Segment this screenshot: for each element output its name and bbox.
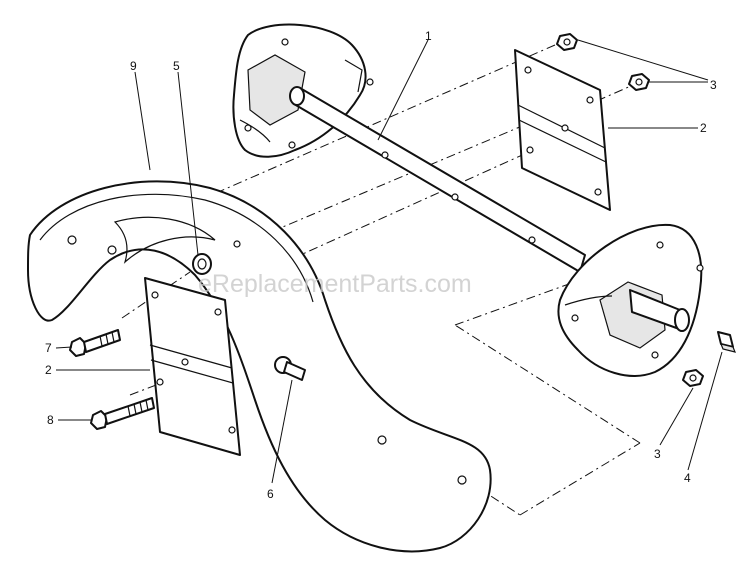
callout-labels: 1 3 2 9 5 7 2 8 6 3 4 xyxy=(45,29,717,501)
hex-bolt-long xyxy=(90,397,155,430)
bar-plate-right xyxy=(514,49,611,211)
right-flange xyxy=(557,223,704,377)
callout-auger-spiral: 9 xyxy=(130,59,137,73)
watermark-text: eReplacementParts.com xyxy=(198,270,472,298)
hex-nut-bottom xyxy=(682,369,704,387)
bar-plate-left xyxy=(144,277,241,456)
callout-bar-plate-left: 2 xyxy=(45,363,52,377)
callout-bolt-long: 8 xyxy=(47,413,54,427)
callout-bolt-short: 7 xyxy=(45,341,52,355)
hex-bolt-short xyxy=(69,329,121,357)
callout-nut-top: 3 xyxy=(710,78,717,92)
callout-key: 4 xyxy=(684,471,691,485)
hex-nut-top-2 xyxy=(628,73,650,91)
auger-spiral xyxy=(27,180,492,553)
bearing xyxy=(192,253,212,275)
hex-nut-top-1 xyxy=(556,33,578,51)
callout-bearing: 5 xyxy=(173,59,180,73)
leader-lines xyxy=(55,39,723,484)
callout-nut-bottom: 3 xyxy=(654,447,661,461)
carriage-bolt xyxy=(274,356,306,381)
callout-shaft: 1 xyxy=(425,29,432,43)
shaft-key xyxy=(717,331,736,353)
callout-bar-plate-right: 2 xyxy=(700,121,707,135)
callout-carriage-bolt: 6 xyxy=(267,487,274,501)
